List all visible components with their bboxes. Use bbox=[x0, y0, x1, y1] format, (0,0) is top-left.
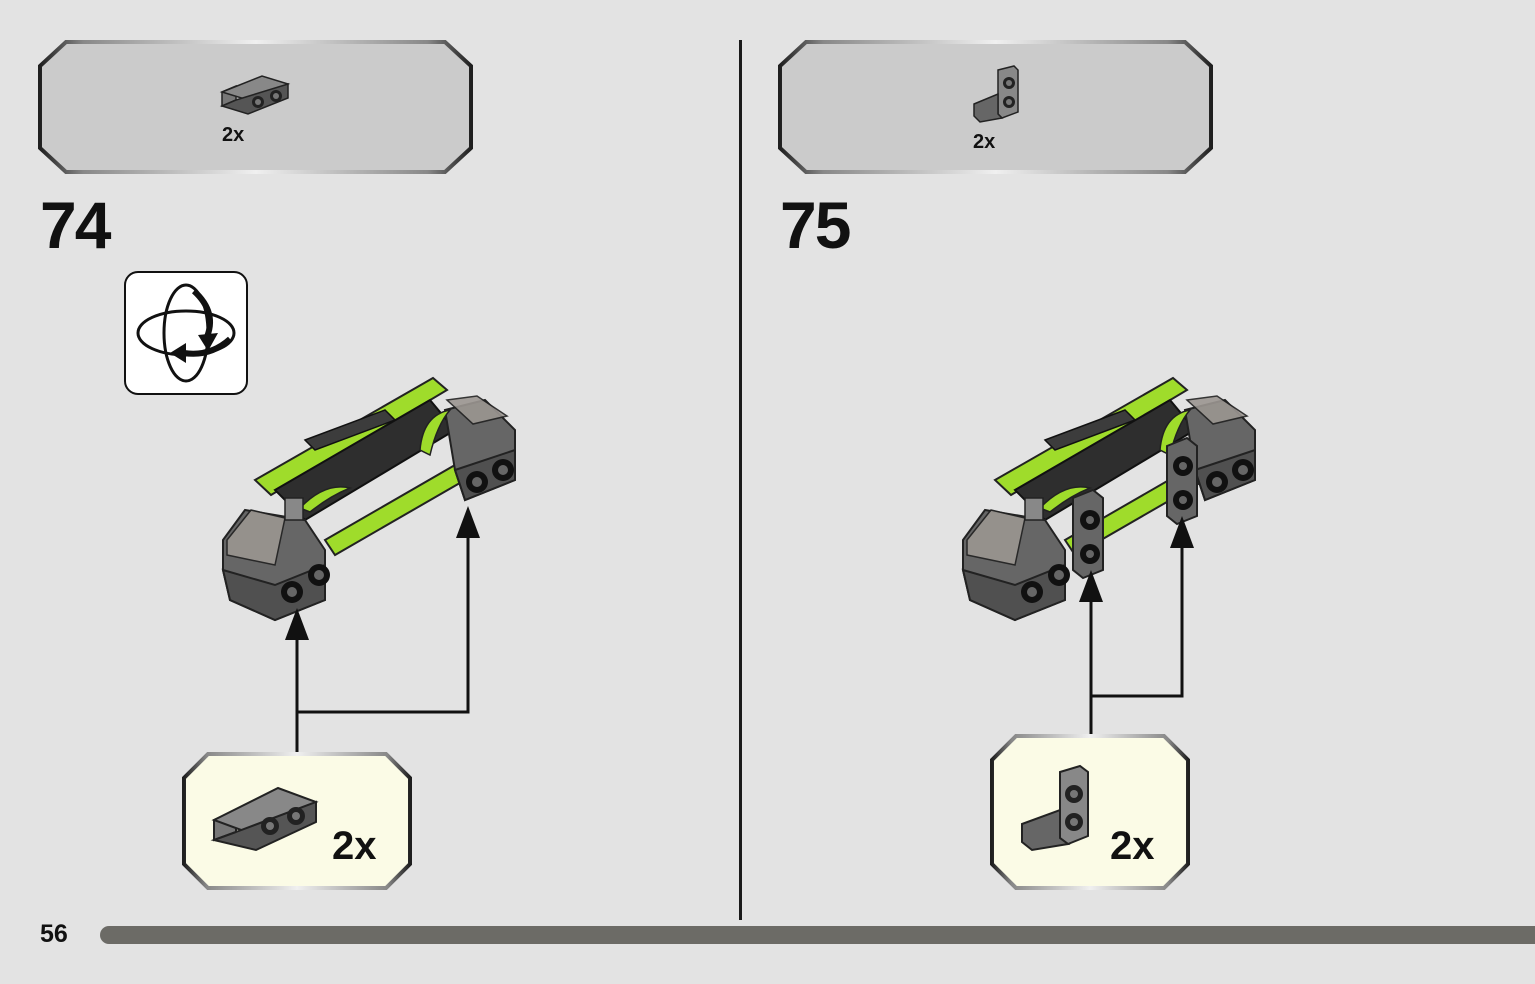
part-callout-74: 2x bbox=[182, 752, 412, 890]
parts-list-panel-74: 2x bbox=[38, 40, 473, 174]
step-number: 74 bbox=[40, 188, 111, 262]
angle-bracket-icon bbox=[1021, 764, 1089, 852]
rotate-model-indicator bbox=[124, 271, 248, 395]
bracket-plate-icon bbox=[219, 75, 291, 115]
model-illustration-75 bbox=[961, 376, 1256, 622]
assembly-arrows-74 bbox=[285, 506, 480, 752]
rotate-icon bbox=[136, 283, 236, 383]
page-number: 56 bbox=[40, 920, 68, 948]
step-divider bbox=[739, 40, 742, 920]
parts-quantity: 2x bbox=[973, 131, 996, 153]
model-illustration-74 bbox=[221, 376, 516, 622]
bracket-plate-icon bbox=[210, 786, 319, 852]
assembly-arrows-75 bbox=[1079, 516, 1194, 740]
parts-quantity: 2x bbox=[222, 124, 245, 146]
step-number: 75 bbox=[780, 188, 851, 262]
callout-quantity: 2x bbox=[332, 824, 377, 868]
parts-list-panel-75: 2x bbox=[778, 40, 1213, 174]
page-progress-bar bbox=[100, 926, 1535, 944]
part-callout-75: 2x bbox=[990, 734, 1190, 890]
angle-bracket-icon bbox=[973, 65, 1019, 123]
callout-quantity: 2x bbox=[1110, 824, 1155, 868]
